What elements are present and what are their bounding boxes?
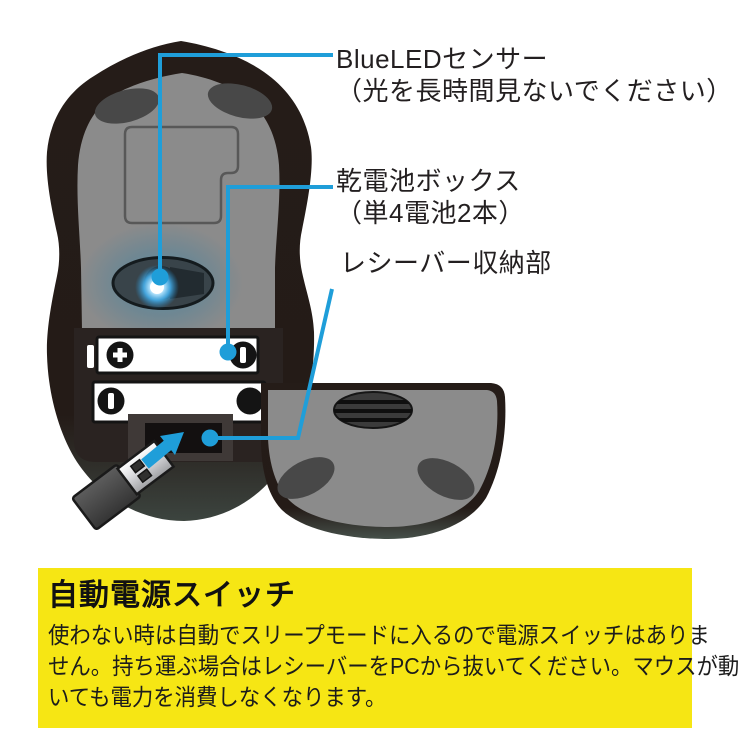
callout-dot-battery — [219, 343, 237, 361]
label-blue-led-sensor-line1: BlueLEDセンサー — [336, 44, 549, 74]
label-receiver-storage: レシーバー収納部 — [340, 247, 552, 279]
callout-lines — [158, 53, 334, 440]
label-battery-box: 乾電池ボックス （単4電池2本） — [336, 165, 525, 229]
note-body-line: せん。持ち運ぶ場合はレシーバーをPCから抜いてください。マウスが動 — [48, 653, 740, 679]
battery-contact-tab — [87, 345, 94, 368]
note-body-line: 使わない時は自動でスリープモードに入るので電源スイッチはありま — [48, 622, 710, 648]
plus-terminal-icon — [106, 341, 134, 369]
callout-line-receiver — [210, 288, 334, 440]
callout-line-sensor — [158, 53, 333, 277]
note-title: 自動電源スイッチ — [48, 579, 296, 612]
battery-cover-piece — [261, 383, 506, 539]
battery-aa-top — [95, 335, 260, 375]
label-blue-led-sensor: BlueLEDセンサー （光を長時間見ないでください） — [336, 43, 733, 107]
label-receiver-storage-line1: レシーバー収納部 — [340, 248, 552, 278]
label-battery-box-line1: 乾電池ボックス — [336, 166, 521, 196]
callout-dot-sensor — [151, 268, 169, 286]
label-battery-box-line2: （単4電池2本） — [336, 198, 525, 228]
battery-cover-outline — [123, 125, 240, 225]
note-box: 自動電源スイッチ 使わない時は自動でスリープモードに入るので電源スイッチはありま… — [38, 568, 740, 728]
plus-terminal-hidden — [236, 387, 264, 415]
insert-arrow-icon — [141, 432, 184, 469]
cover-grip-ridges — [334, 400, 412, 422]
label-blue-led-sensor-line2: （光を長時間見ないでください） — [336, 76, 733, 106]
cover-foot-right — [417, 458, 475, 500]
mouse-foot-left — [94, 88, 160, 124]
note-body-line: いても電力を消費しなくなります。 — [48, 684, 387, 710]
minus-terminal-icon — [229, 341, 257, 369]
cover-foot-left — [277, 457, 335, 499]
minus-terminal-icon-2 — [97, 387, 125, 415]
callout-dot-receiver — [201, 429, 219, 447]
callout-line-battery — [226, 185, 333, 352]
note-body: 使わない時は自動でスリープモードに入るので電源スイッチはありま せん。持ち運ぶ場… — [48, 620, 740, 713]
mouse-foot-right — [207, 83, 273, 119]
